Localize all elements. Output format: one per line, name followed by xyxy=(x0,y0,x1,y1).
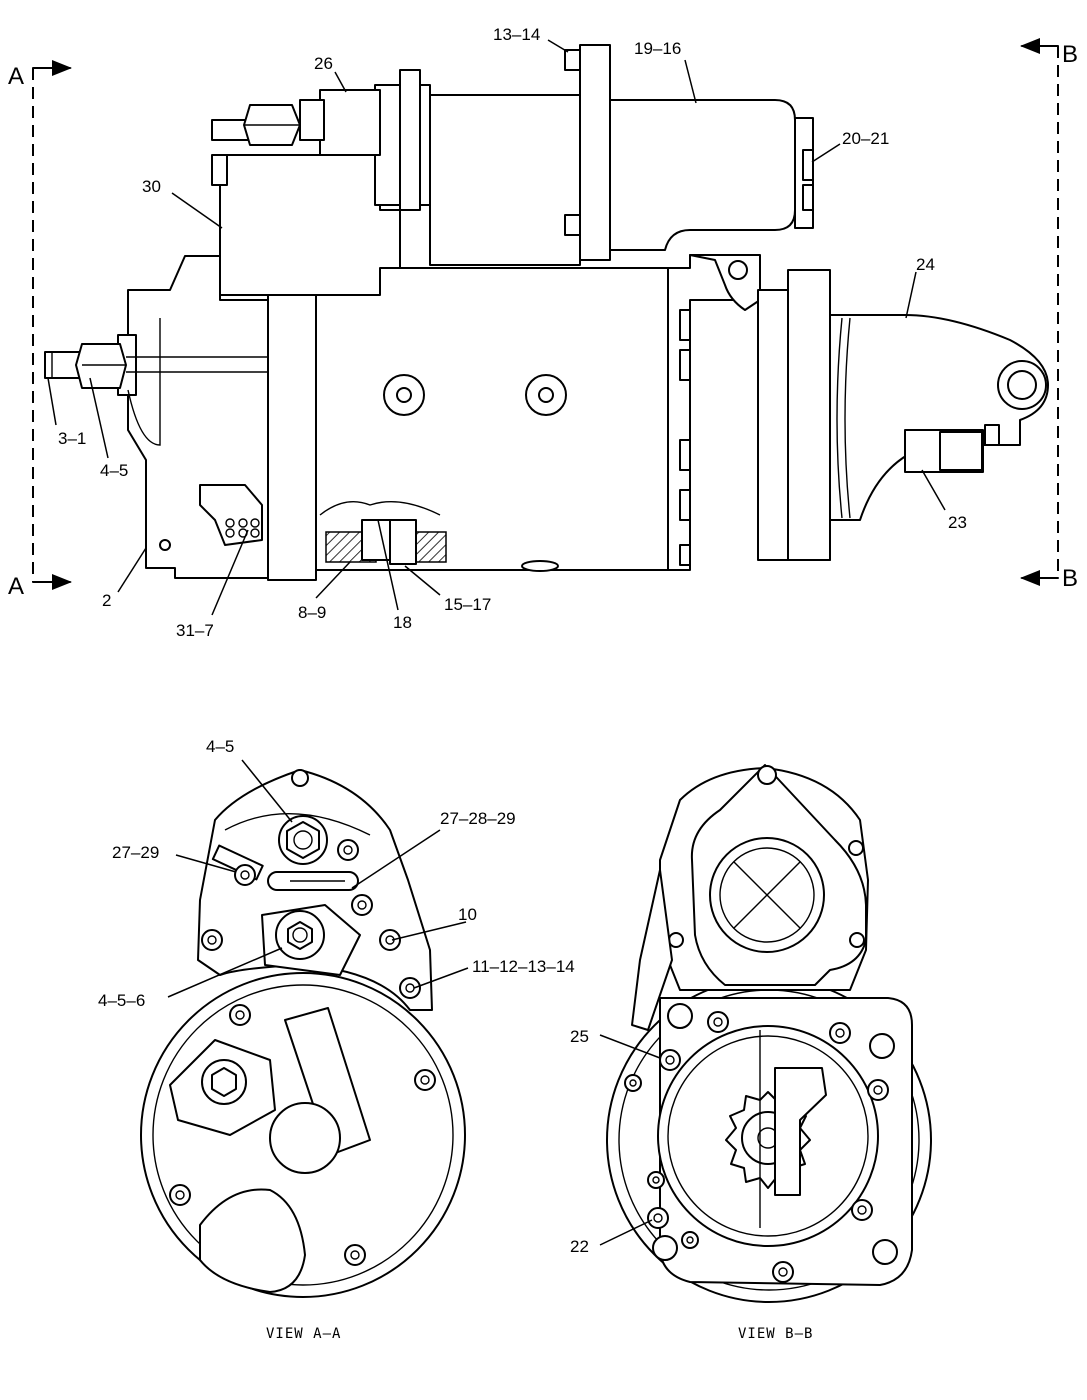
nose-housing xyxy=(829,314,1049,521)
callout-31-7: 31–7 xyxy=(176,621,214,640)
view-a-caption: VIEW A–A xyxy=(266,1326,341,1342)
callout-22: 22 xyxy=(570,1237,589,1256)
field-frame xyxy=(267,294,317,581)
view-a-a: VIEW A–A 4–5 27–29 27–28–29 10 11–12–13–… xyxy=(98,737,575,1342)
solenoid xyxy=(211,44,814,296)
callout-15-17: 15–17 xyxy=(444,595,491,614)
callout-2: 2 xyxy=(102,591,111,610)
callout-11-12-13-14: 11–12–13–14 xyxy=(472,957,575,976)
callout-30: 30 xyxy=(142,177,161,196)
callout-13-14: 13–14 xyxy=(493,25,540,44)
callout-26: 26 xyxy=(314,54,333,73)
section-line-b xyxy=(1020,38,1059,586)
view-b-caption: VIEW B–B xyxy=(738,1326,813,1342)
section-letter-b-top: B xyxy=(1062,41,1078,68)
view-b-bolts xyxy=(624,1011,889,1283)
callout-18: 18 xyxy=(393,613,412,632)
callout-8-9: 8–9 xyxy=(298,603,326,622)
callout-20-21: 20–21 xyxy=(842,129,889,148)
view-b-b: VIEW B–B 25 22 xyxy=(570,764,932,1342)
callout-19-16: 19–16 xyxy=(634,39,681,58)
callout-4-5: 4–5 xyxy=(100,461,128,480)
view-a-lower-plate xyxy=(199,1188,306,1293)
callout-23: 23 xyxy=(948,513,967,532)
callout-3-1: 3–1 xyxy=(58,429,86,448)
callout-4-5-6: 4–5–6 xyxy=(98,991,145,1010)
callout-27-28-29: 27–28–29 xyxy=(440,809,516,828)
terminal-stud xyxy=(44,343,270,389)
callout-25: 25 xyxy=(570,1027,589,1046)
callout-24: 24 xyxy=(916,255,935,274)
section-letter-a-bottom: A xyxy=(8,573,24,600)
callout-27-29: 27–29 xyxy=(112,843,159,862)
callout-10: 10 xyxy=(458,905,477,924)
callout-4-5-view-a: 4–5 xyxy=(206,737,234,756)
view-b-pinion-gear xyxy=(725,1030,827,1228)
section-letter-b-bottom: B xyxy=(1062,565,1078,592)
side-view: 3–1 4–5 2 31–7 8–9 18 15–17 30 26 13–14 … xyxy=(8,25,1078,640)
section-line-a xyxy=(32,60,72,590)
view-a-bolts xyxy=(169,839,436,1266)
section-letter-a-top: A xyxy=(8,63,24,90)
side-view-callouts: 3–1 4–5 2 31–7 8–9 18 15–17 30 26 13–14 … xyxy=(47,25,967,640)
